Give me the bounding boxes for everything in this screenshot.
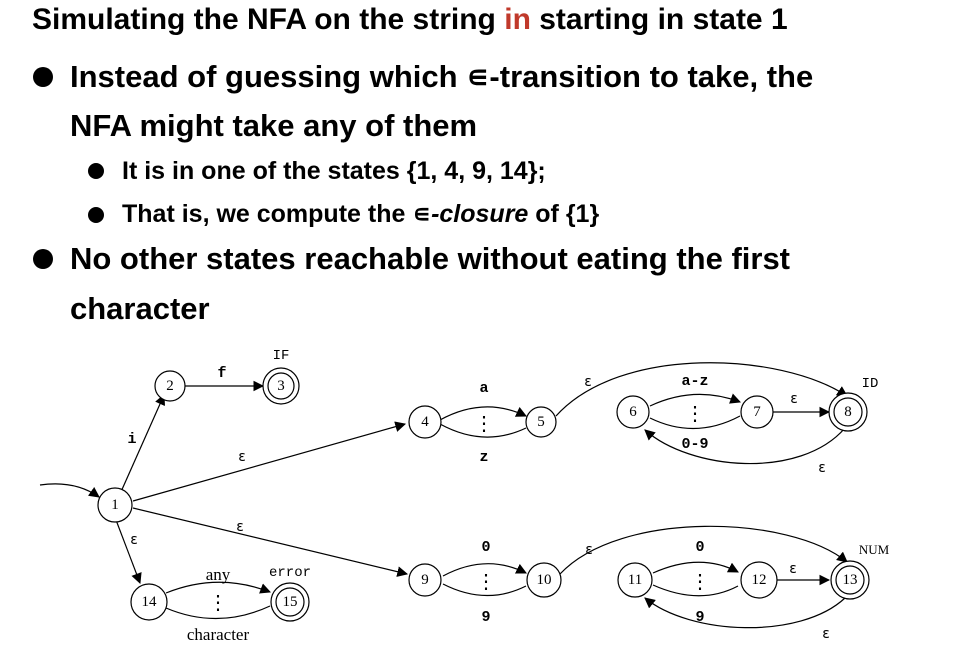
edge-dots-4-5: ⋮ xyxy=(474,414,494,437)
edge-1-2 xyxy=(119,394,165,495)
token-tag-id: ID xyxy=(862,376,879,392)
state-label: 7 xyxy=(753,404,761,420)
title-highlight: in xyxy=(504,3,531,36)
epsilon-symbol: ∊ xyxy=(466,59,490,94)
edge-10-13 xyxy=(559,525,848,575)
edge-label-4-5-bottom: z xyxy=(479,449,488,466)
start-arrow xyxy=(39,483,100,498)
state-label: 8 xyxy=(844,404,852,420)
closure-term: -closure xyxy=(431,200,529,228)
state-7 xyxy=(740,395,774,429)
state-label: 5 xyxy=(537,414,545,430)
edge-11-12-upper xyxy=(652,561,739,574)
bullet-2-line-2: character xyxy=(70,291,210,326)
state-label: 10 xyxy=(537,572,552,588)
epsilon-label-13-11: ε xyxy=(822,626,830,642)
nfa-diagram: 1 2 3 4 5 6 7 8 9 10 11 12 13 14 15 IF I… xyxy=(39,348,890,644)
edge-label-14-15-bottom: character xyxy=(187,625,250,644)
edge-8-6 xyxy=(644,427,846,465)
edge-9-10-upper xyxy=(442,563,527,577)
state-label: 6 xyxy=(629,404,637,420)
state-14 xyxy=(130,583,168,621)
state-label: 15 xyxy=(283,594,298,610)
token-tag-error: error xyxy=(269,565,311,581)
epsilon-label-1-14: ε xyxy=(130,532,138,548)
bullet-dot xyxy=(33,67,53,87)
epsilon-label-5-8: ε xyxy=(584,374,592,390)
state-9 xyxy=(408,563,442,597)
edge-label-6-7-top: a-z xyxy=(681,373,708,390)
edge-1-4 xyxy=(132,421,407,502)
state-11 xyxy=(617,562,653,598)
token-tag-if: IF xyxy=(273,348,290,364)
epsilon-label-1-4: ε xyxy=(238,449,246,465)
state-label: 2 xyxy=(166,378,174,394)
epsilon-symbol: ∊ xyxy=(412,200,432,228)
bullet-dot xyxy=(33,249,53,269)
edge-label-9-10-top: 0 xyxy=(481,539,490,556)
edge-4-5-upper xyxy=(439,406,527,421)
edge-label-2-3: f xyxy=(217,365,226,382)
state-label: 1 xyxy=(111,497,119,513)
edge-1-9 xyxy=(132,507,409,577)
state-label: 9 xyxy=(421,572,429,588)
edge-dots-14-15: ⋮ xyxy=(208,593,228,616)
state-10 xyxy=(526,562,562,598)
edge-dots-9-10: ⋮ xyxy=(476,572,496,595)
edge-5-8 xyxy=(555,362,848,417)
edge-6-7-lower xyxy=(649,415,741,430)
epsilon-label-10-13: ε xyxy=(585,542,593,558)
edge-14-15-upper xyxy=(165,581,272,594)
bullet-2: No other states reachable without eating… xyxy=(70,241,791,276)
edge-dots-6-7: ⋮ xyxy=(685,404,705,427)
state-label: 14 xyxy=(142,594,158,610)
edge-14-15-lower xyxy=(165,605,271,620)
state-4 xyxy=(408,405,442,439)
state-label: 12 xyxy=(752,572,767,588)
sub-bullet-2: That is, we compute the ∊-closure of {1} xyxy=(122,200,600,228)
epsilon-label-12-13: ε xyxy=(789,561,797,577)
edge-label-11-12-top: 0 xyxy=(695,539,704,556)
state-6 xyxy=(616,395,650,429)
token-tag-num: NUM xyxy=(859,542,890,557)
state-1 xyxy=(97,487,133,523)
state-2 xyxy=(154,370,186,402)
epsilon-label-8-6: ε xyxy=(818,460,826,476)
edge-label-4-5-top: a xyxy=(479,380,488,397)
sub-bullet-dot xyxy=(88,163,104,179)
state-5 xyxy=(525,406,557,438)
edge-13-11 xyxy=(644,597,846,629)
state-3-inner xyxy=(267,372,295,400)
slide-title: Simulating the NFA on the string in star… xyxy=(32,3,788,37)
state-15-inner xyxy=(275,587,305,617)
state-13-inner xyxy=(835,565,865,595)
sub-bullet-1: It is in one of the states {1, 4, 9, 14}… xyxy=(122,157,546,185)
title-text-end: starting in state 1 xyxy=(530,3,788,36)
edge-label-1-2: i xyxy=(127,431,136,448)
edge-label-9-10-bottom: 9 xyxy=(481,609,490,626)
sub-bullet-dot xyxy=(88,207,104,223)
state-label: 3 xyxy=(277,378,285,394)
epsilon-label-7-8: ε xyxy=(790,391,798,407)
state-8-inner xyxy=(833,397,863,427)
state-label: 13 xyxy=(843,572,858,588)
title-text: Simulating the NFA on the string xyxy=(32,3,505,36)
bullet-1-line-2: NFA might take any of them xyxy=(70,108,478,143)
bullet-1: Instead of guessing which ∊-transition t… xyxy=(70,59,814,94)
edge-dots-11-12: ⋮ xyxy=(690,572,710,595)
epsilon-label-1-9: ε xyxy=(236,519,244,535)
edge-label-6-7-bottom: 0-9 xyxy=(681,436,708,453)
edge-11-12-lower xyxy=(652,584,739,597)
edge-label-14-15-top: any xyxy=(206,565,231,584)
edge-4-5-lower xyxy=(439,423,527,438)
state-label: 11 xyxy=(628,572,642,588)
edge-6-7-upper xyxy=(649,393,742,407)
state-12 xyxy=(740,561,778,599)
edge-9-10-lower xyxy=(442,583,527,597)
edge-label-11-12-bottom: 9 xyxy=(695,609,704,626)
edge-1-14 xyxy=(115,519,142,585)
state-label: 4 xyxy=(421,414,429,430)
